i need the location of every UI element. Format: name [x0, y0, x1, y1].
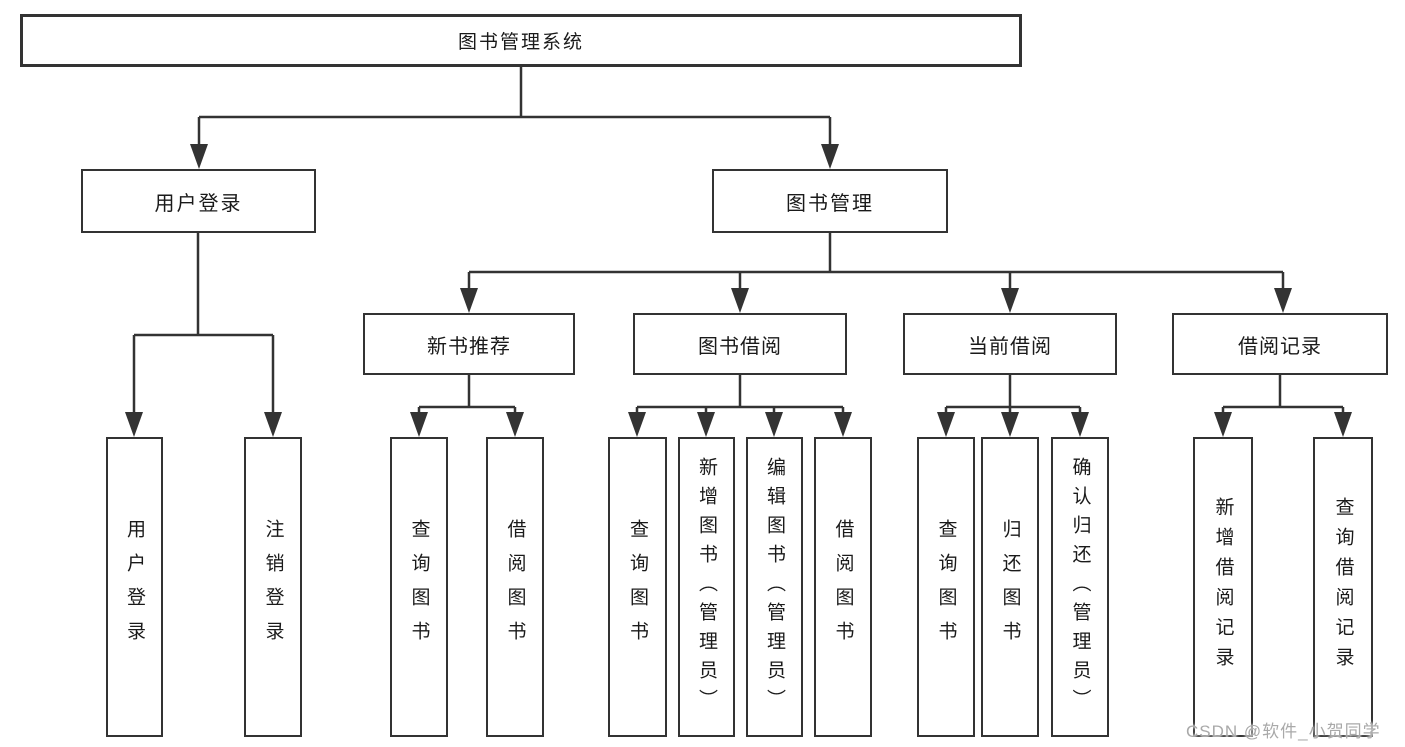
arrowhead-c1 [628, 412, 646, 437]
arrowhead-c2 [697, 412, 715, 437]
node-leaf-query-book-1: 查询图书 [390, 437, 448, 737]
node-leaf-query-record: 查询借阅记录 [1313, 437, 1373, 737]
arrowhead-c4 [834, 412, 852, 437]
node-leaf-return-book: 归还图书 [981, 437, 1039, 737]
node-leaf-query-book-2: 查询图书 [608, 437, 667, 737]
arrowhead-book-mgmt [821, 144, 839, 169]
node-new-book-rec: 新书推荐 [363, 313, 575, 375]
arrowhead-leaf-user-login [125, 412, 143, 437]
node-leaf-edit-book: 编辑图书（管理员） [746, 437, 803, 737]
arrowhead-new-book-rec [460, 288, 478, 313]
arrowhead-current-borrow [1001, 288, 1019, 313]
watermark: CSDN @软件_小贺同学 [1186, 722, 1381, 741]
arrowhead-d1 [937, 412, 955, 437]
node-user-login: 用户登录 [81, 169, 316, 233]
node-current-borrow: 当前借阅 [903, 313, 1117, 375]
node-leaf-add-book: 新增图书（管理员） [678, 437, 735, 737]
node-borrow-record: 借阅记录 [1172, 313, 1388, 375]
node-root: 图书管理系统 [20, 14, 1022, 67]
arrowhead-e2 [1334, 412, 1352, 437]
arrowhead-d2 [1001, 412, 1019, 437]
arrowhead-leaf-logout [264, 412, 282, 437]
node-leaf-add-record: 新增借阅记录 [1193, 437, 1253, 737]
arrowhead-b2 [506, 412, 524, 437]
node-book-mgmt: 图书管理 [712, 169, 948, 233]
node-leaf-borrow-book-2: 借阅图书 [814, 437, 872, 737]
arrowhead-e1 [1214, 412, 1232, 437]
node-leaf-user-login: 用户登录 [106, 437, 163, 737]
arrowhead-borrow-record [1274, 288, 1292, 313]
node-leaf-logout: 注销登录 [244, 437, 302, 737]
arrowhead-d3 [1071, 412, 1089, 437]
arrowhead-c3 [765, 412, 783, 437]
arrowhead-user-login [190, 144, 208, 169]
node-book-borrow: 图书借阅 [633, 313, 847, 375]
node-leaf-confirm-return: 确认归还（管理员） [1051, 437, 1109, 737]
arrowhead-b1 [410, 412, 428, 437]
arrowhead-book-borrow [731, 288, 749, 313]
node-leaf-query-book-3: 查询图书 [917, 437, 975, 737]
node-leaf-borrow-book-1: 借阅图书 [486, 437, 544, 737]
